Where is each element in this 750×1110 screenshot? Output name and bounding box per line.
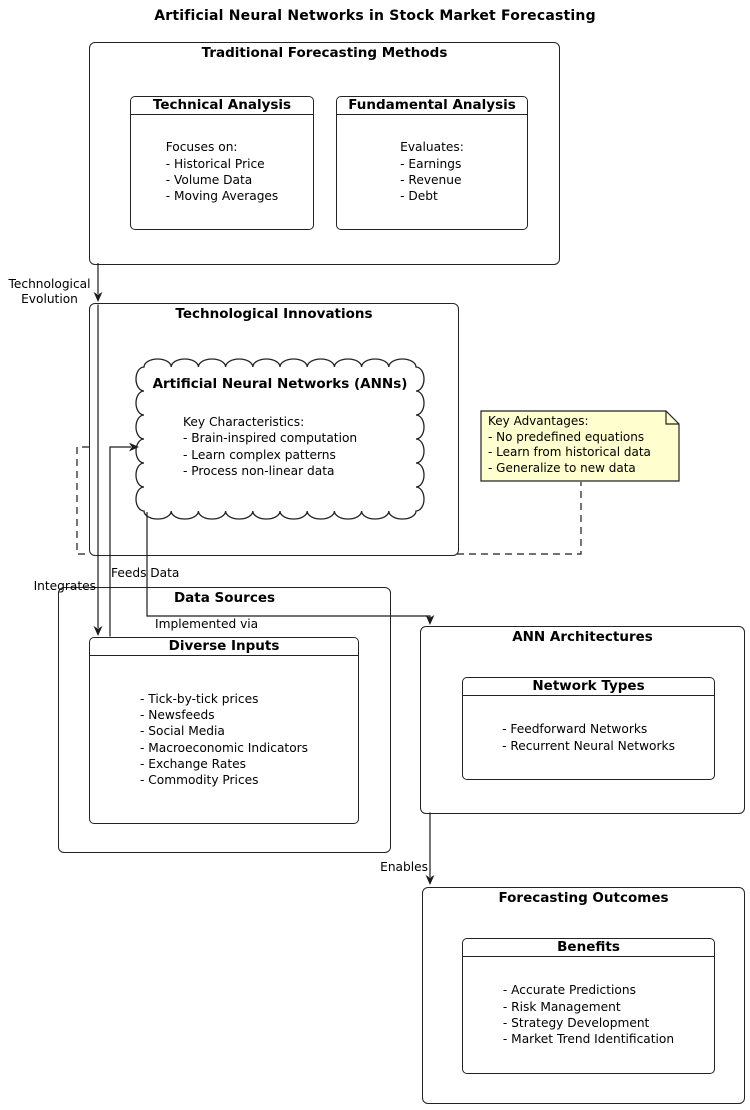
page-title: Artificial Neural Networks in Stock Mark… <box>154 8 596 24</box>
node-benefits-title: Benefits <box>463 939 714 957</box>
node-fundamental-analysis: Fundamental Analysis Evaluates: - Earnin… <box>336 96 528 230</box>
node-benefits-body: - Accurate Predictions - Risk Management… <box>502 983 675 1047</box>
node-diverse-inputs-body: - Tick-by-tick prices - Newsfeeds - Soci… <box>139 691 309 788</box>
edge-label-technological-evolution: Technological Evolution <box>8 277 91 306</box>
node-diverse-inputs: Diverse Inputs - Tick-by-tick prices - N… <box>89 637 359 824</box>
arrowhead-down-icon <box>425 875 435 885</box>
edge-label-integrates: Integrates <box>33 579 96 593</box>
note-key-advantages: Key Advantages: - No predefined equation… <box>488 414 651 476</box>
node-network-types-title: Network Types <box>463 678 714 696</box>
note-connector-dashed-right <box>457 482 582 555</box>
node-technical-analysis-body: Focuses on: - Historical Price - Volume … <box>165 140 279 204</box>
node-diverse-inputs-title: Diverse Inputs <box>90 638 358 656</box>
node-benefits: Benefits - Accurate Predictions - Risk M… <box>462 938 715 1074</box>
node-network-types: Network Types - Feedforward Networks - R… <box>462 677 715 780</box>
node-ann-cloud-title: Artificial Neural Networks (ANNs) <box>152 376 408 392</box>
node-technical-analysis: Technical Analysis Focuses on: - Histori… <box>130 96 314 230</box>
arrowhead-down-icon <box>425 615 435 625</box>
note-connector-dashed-left <box>76 446 89 555</box>
node-ann-cloud-body: Key Characteristics: - Brain-inspired co… <box>183 415 358 478</box>
edge-label-enables: Enables <box>380 860 428 874</box>
edge-label-implemented-via: Implemented via <box>155 617 259 631</box>
cluster-forecasting-outcomes-title: Forecasting Outcomes <box>498 890 669 906</box>
node-fundamental-analysis-body: Evaluates: - Earnings - Revenue - Debt <box>400 140 464 204</box>
cluster-forecasting-outcomes: Forecasting Outcomes <box>422 887 745 1104</box>
cluster-traditional-title: Traditional Forecasting Methods <box>201 45 448 61</box>
node-technical-analysis-title: Technical Analysis <box>131 97 313 115</box>
cluster-data-sources-title: Data Sources <box>173 590 276 606</box>
cluster-traditional: Traditional Forecasting Methods <box>89 42 560 265</box>
cluster-ann-architectures-title: ANN Architectures <box>512 629 653 645</box>
node-network-types-body: - Feedforward Networks - Recurrent Neura… <box>502 722 675 753</box>
node-fundamental-analysis-title: Fundamental Analysis <box>337 97 527 115</box>
edge-label-feeds-data: Feeds Data <box>111 566 180 580</box>
cluster-ann-architectures: ANN Architectures <box>420 626 745 814</box>
cluster-innovations-title: Technological Innovations <box>175 306 373 322</box>
